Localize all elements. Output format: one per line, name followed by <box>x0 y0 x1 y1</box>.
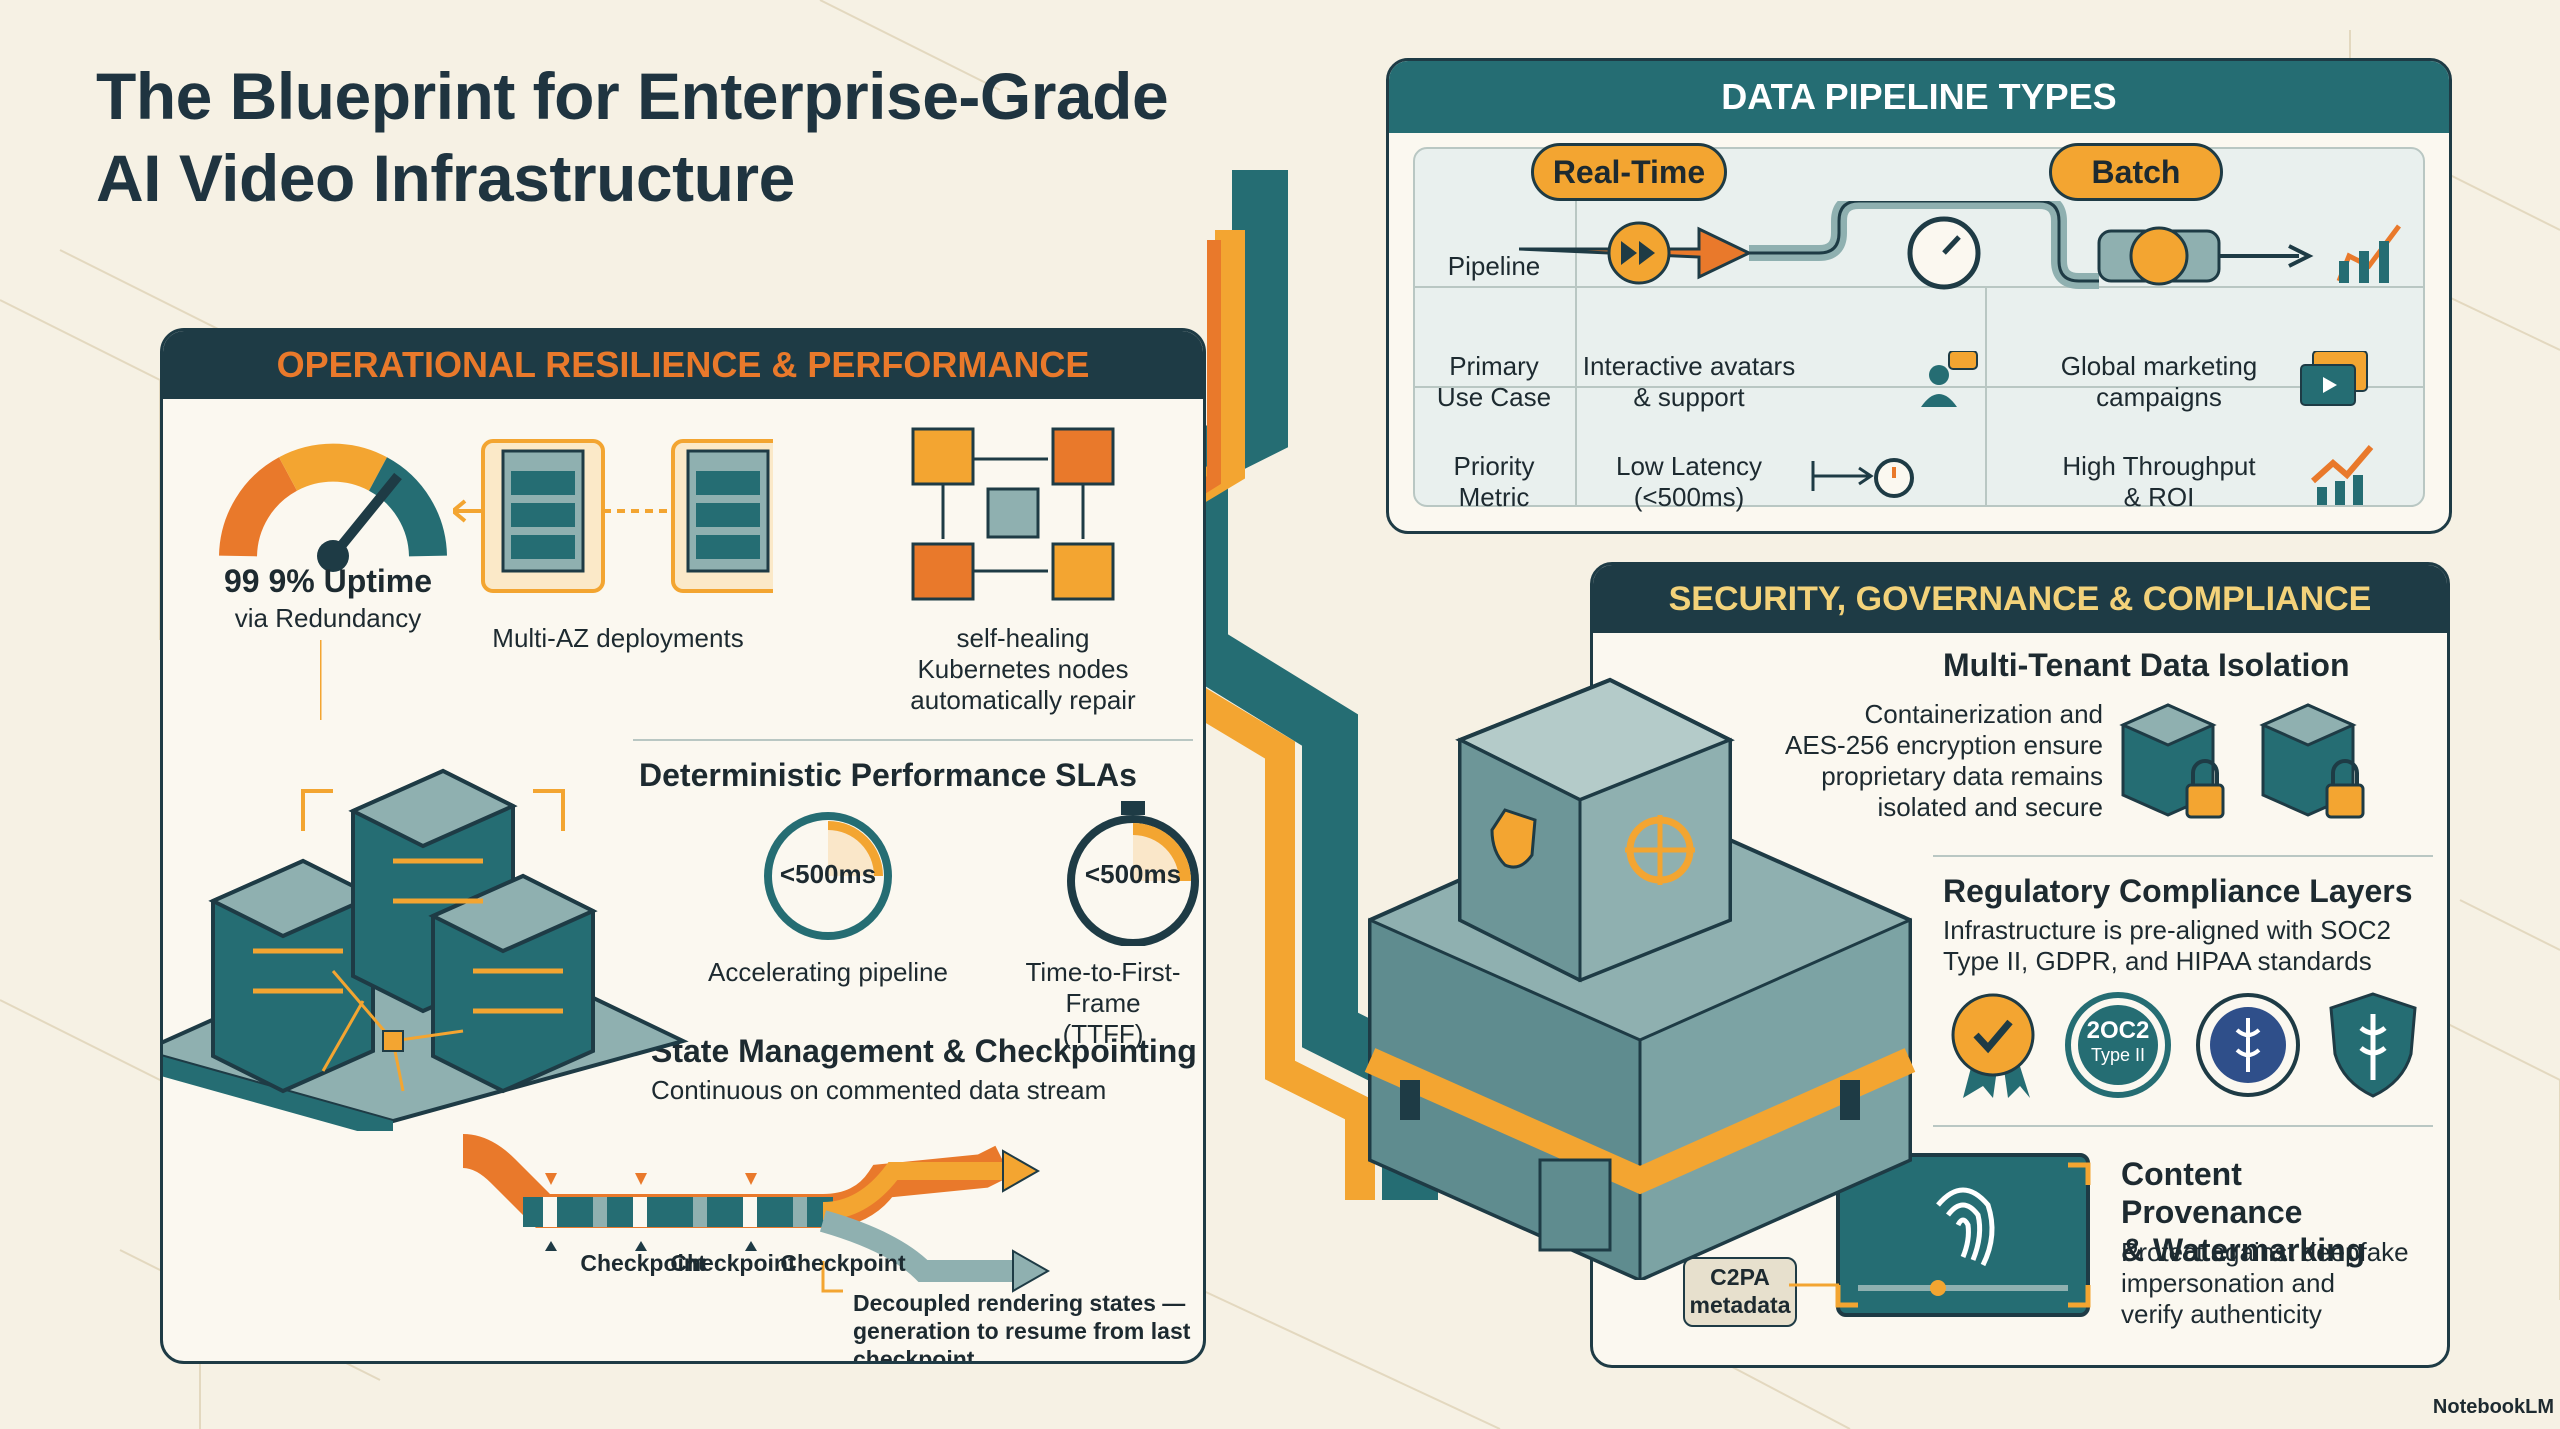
compliance-text-1: Infrastructure is pre-aligned with SOC2 <box>1943 915 2391 945</box>
section-divider <box>633 739 1193 741</box>
checkpoint-stream-graphic <box>463 1134 1051 1293</box>
video-stack-icon <box>2300 351 2368 406</box>
provenance-text: Protect against deepfake impersonation a… <box>2121 1237 2409 1329</box>
resilience-panel-header: OPERATIONAL RESILIENCE & PERFORMANCE <box>163 331 1203 399</box>
checkpoint-label: Checkpoint <box>670 1250 796 1276</box>
timer-icon <box>764 812 892 940</box>
realtime-use-case: Interactive avatars & support <box>1582 351 1796 412</box>
stopwatch-icon <box>1067 801 1199 946</box>
section-divider <box>1933 1125 2433 1127</box>
table-divider <box>1575 147 1577 507</box>
uptime-gauge-icon <box>219 443 447 572</box>
timer-2-value: <500ms <box>1084 859 1182 889</box>
isolation-text: Containerization and AES-256 encryption … <box>1785 699 2103 822</box>
batch-metric: High Throughput & ROI <box>2062 451 2256 512</box>
soc2-badge-title: 2OC2 <box>2086 1017 2150 1044</box>
compliance-title: Regulatory Compliance Layers <box>1943 873 2413 909</box>
section-divider <box>1933 855 2433 857</box>
certification-medal-icon <box>1951 993 2035 1098</box>
batch-use-case: Global marketing campaigns <box>2060 351 2258 412</box>
person-chat-icon <box>1921 351 1978 407</box>
multi-az-servers-icon <box>453 439 773 593</box>
secure-vault-fortress-illustration <box>1364 677 1916 1280</box>
server-cluster-illustration <box>163 768 689 1131</box>
decoupled-states-text: Decoupled rendering states — generation … <box>853 1290 1191 1364</box>
c2pa-tag: C2PA metadata <box>1683 1257 1797 1327</box>
stopwatch-arrow-icon <box>1811 458 1914 498</box>
table-divider <box>1413 386 2423 388</box>
self-healing-nodes-icon <box>911 427 1115 601</box>
security-panel-header: SECURITY, GOVERNANCE & COMPLIANCE <box>1593 565 2447 633</box>
uptime-connector <box>320 640 322 720</box>
checkpoint-label: Checkpoint <box>580 1250 706 1276</box>
row-label-use-case: Primary Use Case <box>1436 351 1552 412</box>
table-divider <box>1985 286 1987 506</box>
page-title: The Blueprint for Enterprise-Grade AI Vi… <box>96 55 1346 219</box>
resilience-panel: OPERATIONAL RESILIENCE & PERFORMANCE 99 … <box>160 328 1206 1364</box>
soc2-badge-sub: Type II <box>2090 1045 2146 1065</box>
sla-title: Deterministic Performance SLAs <box>639 757 1137 793</box>
timer-1-value: <500ms <box>779 859 877 889</box>
uptime-title: 99 9% Uptime <box>223 563 433 599</box>
table-divider <box>1413 286 2423 288</box>
isolation-title: Multi-Tenant Data Isolation <box>1943 647 2350 683</box>
title-line-2: AI Video Infrastructure <box>96 141 795 215</box>
compliance-text-2: Type II, GDPR, and HIPAA standards <box>1943 946 2372 976</box>
provenance-title: Content Provenance & Watermarking <box>2121 1156 2366 1268</box>
timer-2-label: Time-to-First-Frame (TTFF) <box>1025 957 1181 1049</box>
batch-pill: Batch <box>2049 143 2223 201</box>
realtime-pill: Real-Time <box>1531 143 1727 201</box>
c2pa-connector <box>1789 1283 1839 1287</box>
realtime-metric: Low Latency (<500ms) <box>1616 451 1762 512</box>
row-label-pipeline: Pipeline <box>1447 251 1541 281</box>
notebooklm-watermark: NotebookLM <box>2432 1396 2554 1418</box>
pipeline-types-panel: DATA PIPELINE TYPES Real-Time Batch Pipe… <box>1386 58 2452 534</box>
title-line-1: The Blueprint for Enterprise-Grade <box>96 59 1169 133</box>
gdpr-seal-icon <box>2196 993 2300 1097</box>
timer-1-label: Accelerating pipeline <box>708 957 948 987</box>
checkpoint-label: Checkpoint <box>780 1250 906 1276</box>
self-healing-label: self-healing Kubernetes nodes automatica… <box>910 623 1136 715</box>
locked-containers-icon <box>2119 703 2365 819</box>
state-title: State Management & Checkpointing <box>651 1033 1197 1069</box>
hipaa-shield-icon <box>2329 992 2417 1098</box>
pipeline-panel-header: DATA PIPELINE TYPES <box>1389 61 2449 133</box>
multi-az-label: Multi-AZ deployments <box>492 623 744 653</box>
soc2-badge-icon <box>2065 992 2171 1098</box>
row-label-metric: Priority Metric <box>1453 451 1535 512</box>
uptime-subtitle: via Redundancy <box>234 603 422 633</box>
pipeline-flow-graphic <box>1519 201 2401 290</box>
growth-chart-icon <box>2310 445 2374 505</box>
state-subtitle: Continuous on commented data stream <box>651 1075 1107 1105</box>
